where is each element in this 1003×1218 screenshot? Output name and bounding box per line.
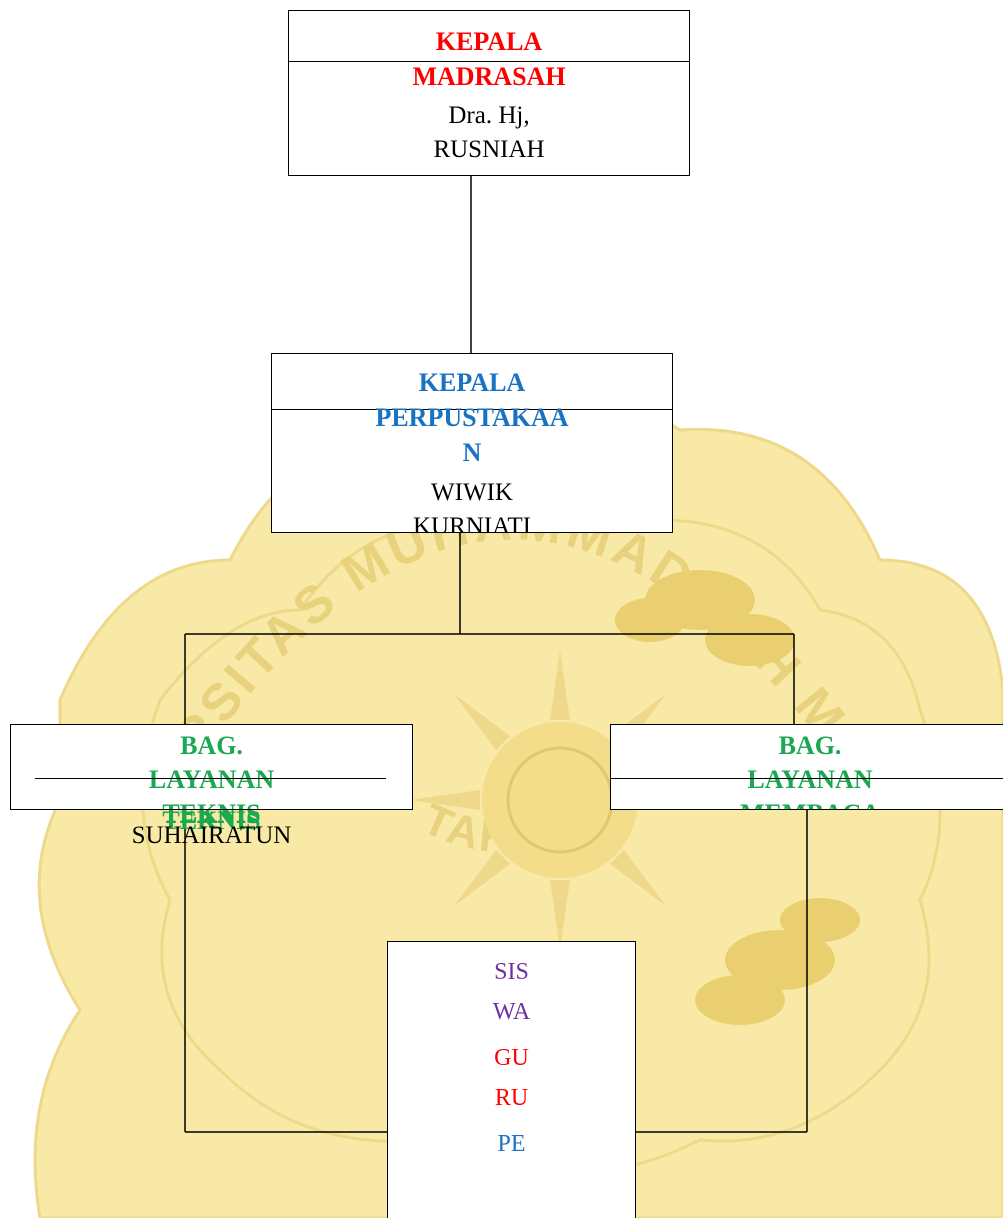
title-line: MADRASAH xyxy=(412,62,566,91)
title-line: PERPUSTAKAA xyxy=(375,403,569,432)
node-person-name: Dra. Hj, RUSNIAH xyxy=(289,99,689,167)
title-line: LAYANAN xyxy=(747,765,873,794)
pengguna-line-third: PE xyxy=(497,1131,526,1157)
name-line: WIWIK xyxy=(431,479,513,506)
node-bag-layanan-membaca: BAG. LAYANAN MEMBACA xyxy=(610,724,1003,810)
node-bag-layanan-teknis-final-card: BAG. LAYANAN TEKNIS xyxy=(10,724,413,810)
title-line: KEPALA xyxy=(418,368,526,397)
name-line: KURNIATI xyxy=(412,513,532,533)
name-line: RUSNIAH xyxy=(433,136,545,163)
title-line: KEPALA xyxy=(435,27,543,56)
title-line: LAYANAN xyxy=(148,765,275,794)
pengguna-line-siswa-2: WA xyxy=(492,999,531,1025)
name-line: Dra. Hj, xyxy=(448,102,530,129)
pengguna-line-guru-2: RU xyxy=(494,1085,529,1111)
node-title: KEPALA PERPUSTAKAA N xyxy=(272,365,672,470)
logo-sun-icon xyxy=(410,650,710,950)
node-person-name-teknis: SUHAIRATUN xyxy=(10,819,413,853)
node-person-name: WIWIK KURNIATI xyxy=(272,476,672,533)
title-line: TEKNIS xyxy=(11,797,412,809)
pengguna-line-guru-1: GU xyxy=(494,1045,529,1071)
node-pengguna-list: SIS WA GU RU PE xyxy=(388,952,635,1164)
name-line: SUHAIRATUN xyxy=(131,822,292,849)
node-divider xyxy=(272,409,672,410)
title-line: MEMBACA xyxy=(611,797,1003,809)
node-pengguna: SIS WA GU RU PE xyxy=(387,941,636,1218)
title-line: BAG. xyxy=(778,731,842,760)
pengguna-line-siswa-1: SIS xyxy=(494,959,529,985)
title-line: BAG. xyxy=(180,731,243,760)
node-divider xyxy=(289,61,689,62)
node-title: KEPALA MADRASAH xyxy=(289,24,689,94)
title-line: N xyxy=(462,438,482,467)
node-title: BAG. LAYANAN TEKNIS xyxy=(11,729,412,809)
title-line: TEKNIS xyxy=(162,806,261,835)
node-kepala-madrasah: KEPALA MADRASAH Dra. Hj, RUSNIAH xyxy=(288,10,690,176)
node-kepala-perpustakaan: KEPALA PERPUSTAKAA N WIWIK KURNIATI xyxy=(271,353,673,533)
node-title: BAG. LAYANAN MEMBACA xyxy=(611,729,1003,809)
node-divider xyxy=(35,778,386,779)
node-divider xyxy=(611,778,1003,779)
